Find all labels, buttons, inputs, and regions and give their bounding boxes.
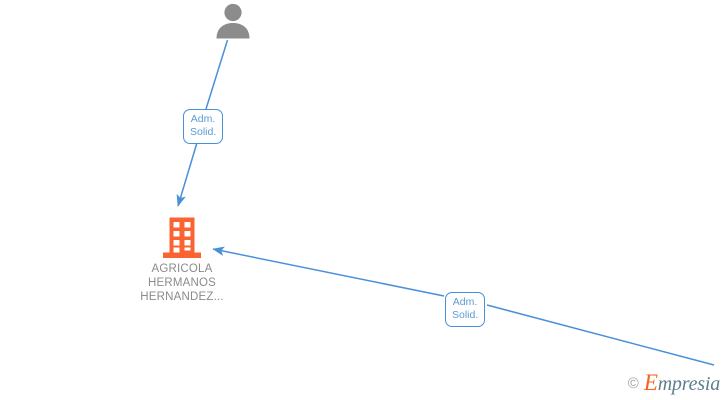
watermark: © Empresia	[627, 370, 721, 395]
brand-rest: mpresia	[657, 373, 721, 395]
copyright-icon: ©	[627, 374, 639, 392]
edge-offscreen-to-company-right	[486, 304, 715, 366]
edge-offscreen-to-company-left	[212, 246, 445, 297]
node-person[interactable]	[205, 0, 261, 42]
building-icon	[163, 217, 201, 258]
brand-initial: E	[643, 370, 658, 395]
edge-label-adm-solid-1[interactable]: Adm. Solid.	[183, 109, 223, 144]
node-company[interactable]: AGRICOLA HERMANOS HERNANDEZ...	[118, 216, 246, 312]
person-icon	[216, 3, 250, 39]
edge-person-to-company-lower	[176, 135, 200, 207]
edge-label-adm-solid-2[interactable]: Adm. Solid.	[445, 292, 485, 327]
edge-person-to-company-upper	[205, 39, 229, 110]
brand-logo: Empresia	[643, 370, 721, 395]
company-name-label: AGRICOLA HERMANOS HERNANDEZ...	[140, 263, 224, 303]
